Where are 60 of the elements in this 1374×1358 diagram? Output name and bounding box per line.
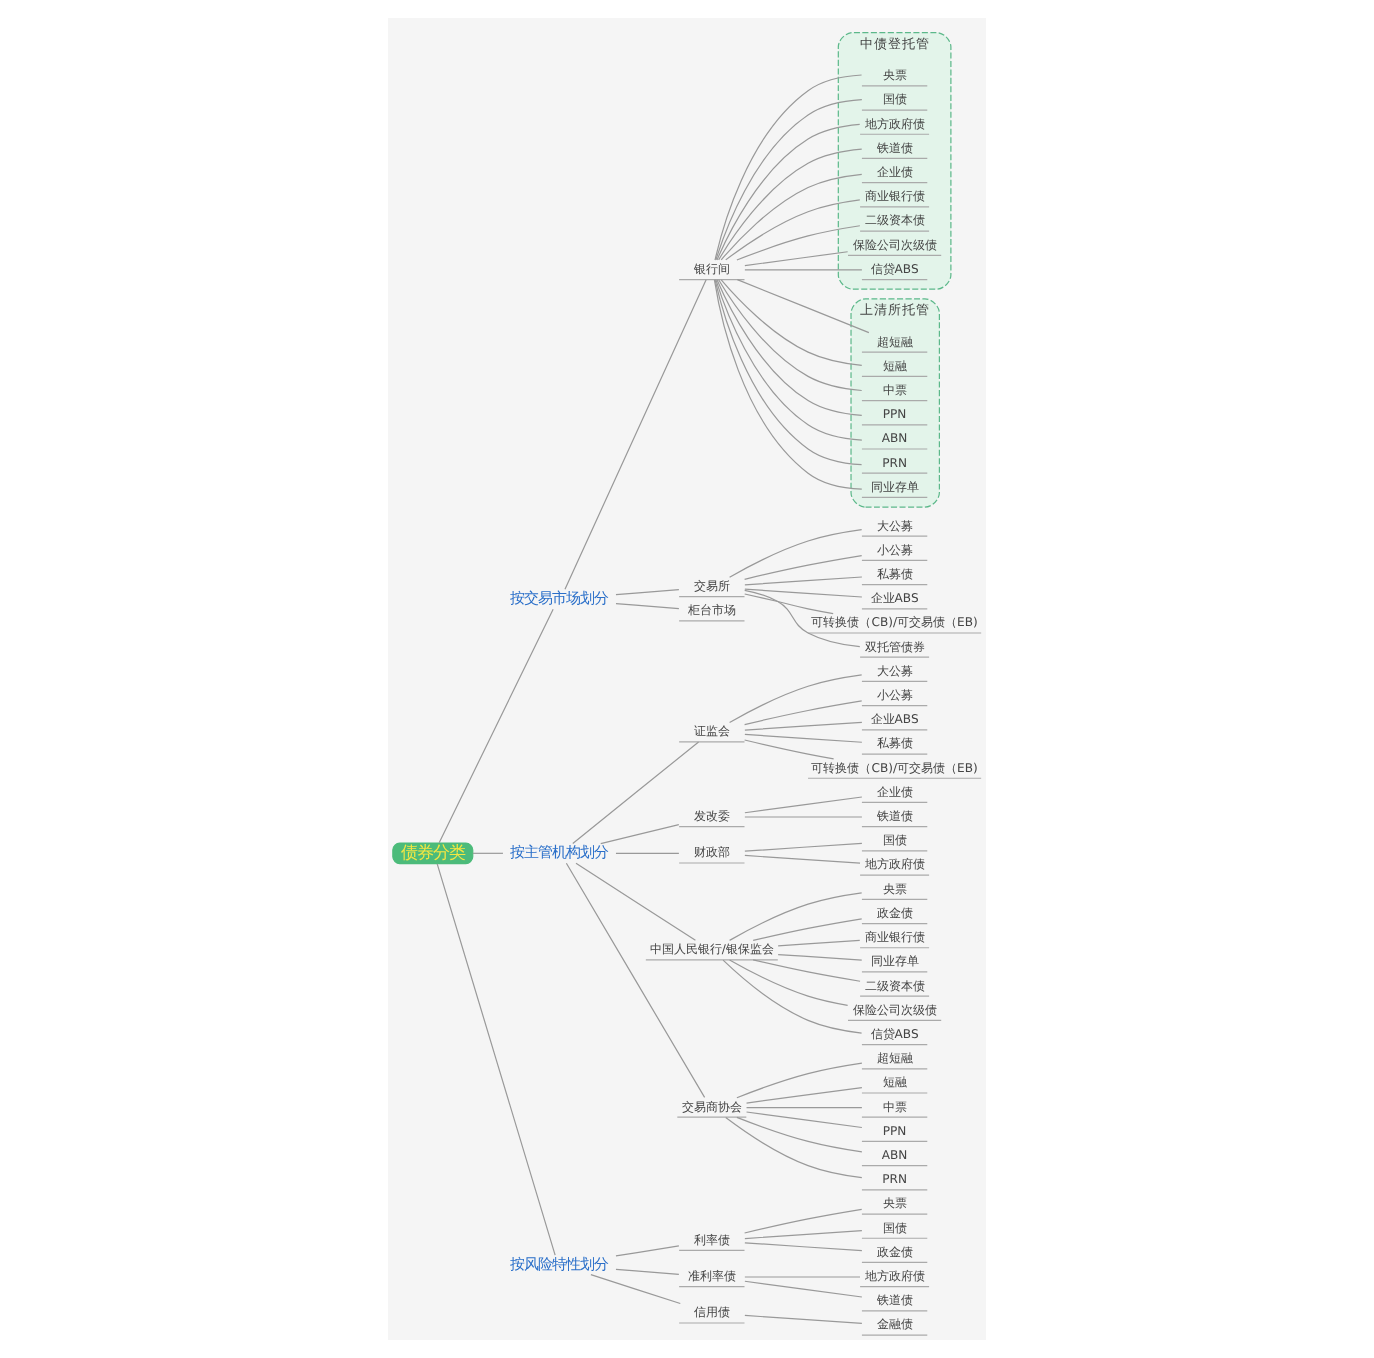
connector	[436, 863, 556, 1256]
connector	[729, 959, 849, 1006]
connector	[745, 1086, 863, 1104]
connector	[736, 1062, 863, 1099]
connector	[744, 816, 863, 818]
connector	[564, 279, 707, 590]
connector	[718, 279, 863, 392]
connector	[752, 959, 861, 982]
connector	[744, 251, 849, 267]
connector	[744, 1280, 863, 1298]
connector	[744, 796, 863, 814]
connector	[744, 593, 834, 615]
connector	[744, 588, 863, 598]
connector	[725, 1116, 863, 1179]
node-box: 债券分类	[392, 842, 474, 865]
connector	[744, 1276, 861, 1278]
connector	[615, 1245, 680, 1257]
connector	[736, 225, 861, 261]
connector	[615, 852, 680, 854]
connector	[736, 1116, 863, 1153]
connector	[718, 148, 863, 261]
connector	[744, 1242, 863, 1252]
connector	[615, 602, 680, 610]
connector	[752, 918, 863, 942]
connector	[472, 852, 504, 854]
connector	[744, 1230, 863, 1240]
connector	[745, 1111, 863, 1129]
connector	[729, 674, 863, 724]
connector	[744, 854, 861, 864]
connector	[744, 555, 863, 580]
connector	[744, 1314, 863, 1324]
connector	[744, 700, 863, 726]
connector	[725, 199, 861, 261]
connector	[565, 862, 706, 1098]
connector	[575, 862, 696, 941]
connector	[720, 279, 863, 366]
connector	[438, 608, 554, 844]
connector	[590, 1274, 681, 1305]
connector	[736, 279, 870, 334]
connector	[716, 123, 861, 261]
connector	[744, 721, 863, 731]
connector	[745, 1106, 863, 1109]
connector	[744, 576, 863, 586]
connector	[615, 1268, 680, 1276]
connector	[744, 739, 835, 760]
connector	[777, 939, 861, 947]
connector	[744, 733, 863, 743]
connector	[716, 279, 863, 416]
connector	[744, 1208, 863, 1234]
connector	[722, 959, 863, 1034]
connector	[572, 741, 700, 844]
connector	[600, 824, 680, 845]
connector	[744, 269, 863, 271]
connector	[744, 589, 861, 648]
connector	[615, 588, 680, 596]
connector	[744, 842, 863, 852]
connector	[777, 953, 863, 961]
connector	[729, 529, 863, 578]
connector	[729, 892, 863, 941]
connector	[720, 173, 863, 261]
